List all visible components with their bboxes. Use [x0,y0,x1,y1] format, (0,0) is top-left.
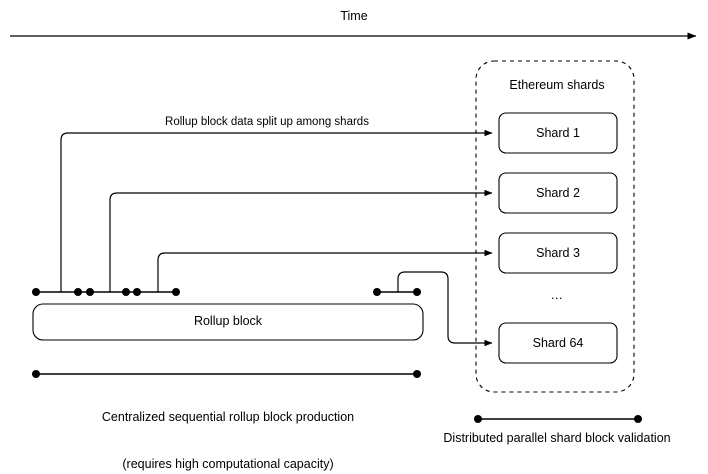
shard-label-3: Shard 3 [536,246,580,260]
centralized-measure-endpoint [32,370,40,378]
rollup-block-label: Rollup block [193,314,263,328]
shard-label-2: Shard 2 [536,186,580,200]
timeline-dot [86,288,94,296]
distributed-annotation: Distributed parallel shard block validat… [443,431,671,445]
shard-box-64[interactable] [498,322,618,364]
shard-box-3[interactable] [498,232,618,274]
timeline-dot [133,288,141,296]
centralized-annotation-line-1: Centralized sequential rollup block prod… [101,410,355,425]
shard-label-1: Shard 1 [536,126,580,140]
shard-1-connector [60,129,493,292]
timeline-dot [122,288,130,296]
shards-ellipsis: ... [551,288,563,302]
shard-2-connector [109,189,493,292]
rollup-block-box[interactable] [32,303,424,341]
timeline-dot [413,288,421,296]
split-annotation-label: Rollup block data split up among shards [165,116,369,128]
centralized-measure-endpoint [413,370,421,378]
centralized-annotation: Centralized sequential rollup block prod… [102,379,354,474]
shard-64-connector [397,271,493,347]
shard-box-2[interactable] [498,172,618,214]
timeline-dot [373,288,381,296]
shard-box-1[interactable] [498,112,618,154]
distributed-measure-endpoint [474,415,482,423]
timeline-dot [172,288,180,296]
timeline-dot [32,288,40,296]
timeline-dot [74,288,82,296]
shard-3-connector [157,249,493,292]
ethereum-shards-title: Ethereum shards [509,78,605,92]
shard-label-64: Shard 64 [532,336,584,350]
distributed-measure-endpoint [634,415,642,423]
ethereum-shards-container [475,60,635,393]
centralized-annotation-line-2: (requires high computational capacity) [122,457,334,472]
time-axis-label: Time [340,9,368,23]
